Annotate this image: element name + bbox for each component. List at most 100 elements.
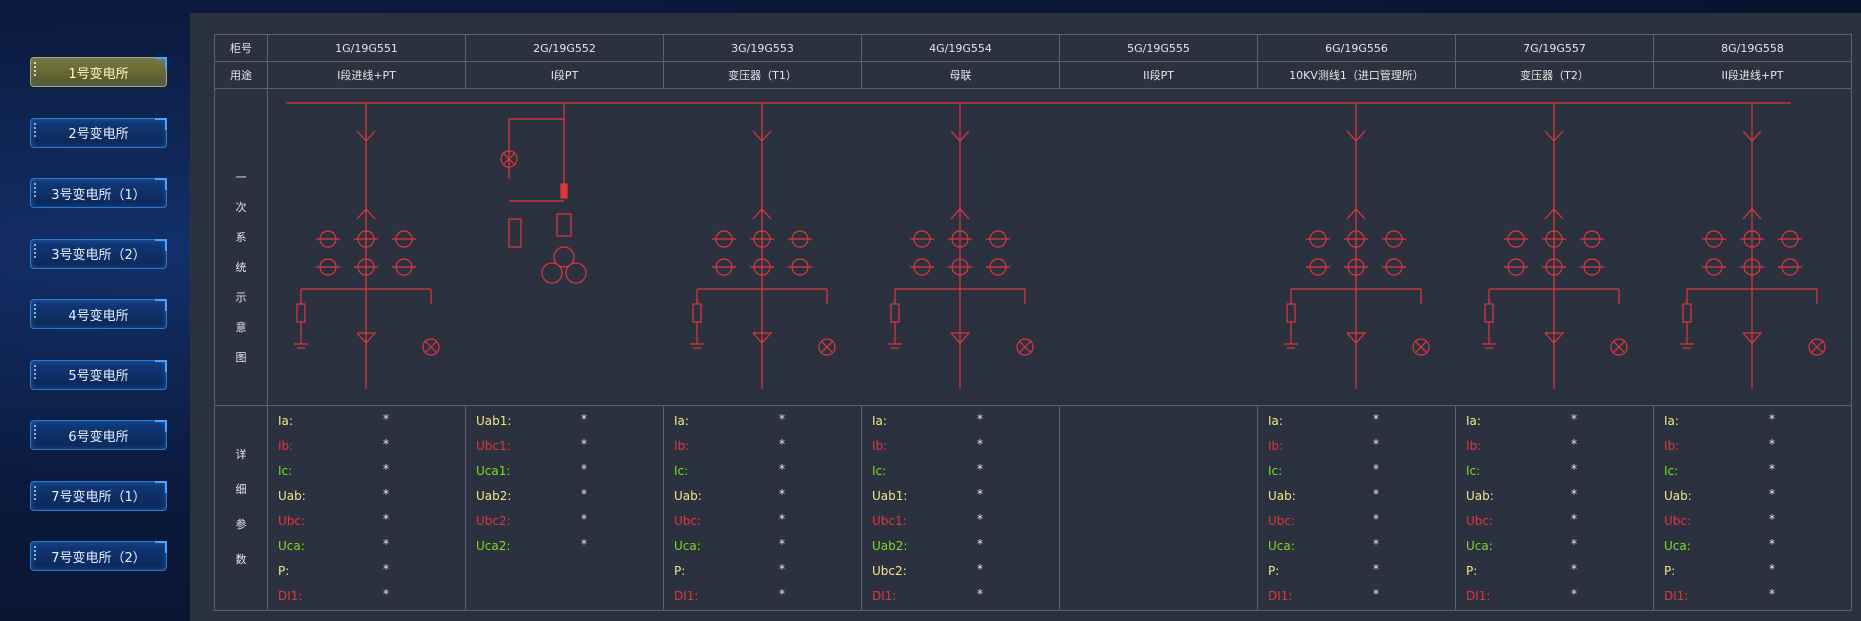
substation-label: 5号变电所 bbox=[68, 369, 129, 384]
fuse-icon bbox=[890, 303, 900, 323]
single-line-diagram bbox=[267, 88, 1852, 406]
param-value: * bbox=[383, 437, 389, 451]
param-value: * bbox=[977, 587, 983, 601]
param-label: Ic: bbox=[872, 464, 887, 478]
param-label: DI1: bbox=[1466, 589, 1491, 603]
param-value: * bbox=[1571, 587, 1577, 601]
cabinet-use: I段PT bbox=[465, 61, 664, 89]
param-label: Ubc1: bbox=[476, 439, 511, 453]
param-label: P: bbox=[1466, 564, 1478, 578]
param-value: * bbox=[581, 537, 587, 551]
param-label: P: bbox=[1664, 564, 1676, 578]
substation-button[interactable]: 1号变电所 bbox=[30, 57, 167, 87]
param-value: * bbox=[581, 487, 587, 501]
param-label: Ia: bbox=[1466, 414, 1481, 428]
cabinet-panel: 柜号 1G/19G551 2G/19G552 3G/19G553 4G/19G5… bbox=[190, 13, 1861, 621]
cabinet-no: 2G/19G552 bbox=[465, 34, 664, 62]
param-label: Ia: bbox=[278, 414, 293, 428]
param-value: * bbox=[977, 412, 983, 426]
param-value: * bbox=[1373, 537, 1379, 551]
param-label: DI1: bbox=[1664, 589, 1689, 603]
lamp-icon bbox=[1612, 340, 1626, 354]
disconnect-icon bbox=[950, 208, 970, 220]
substation-button[interactable]: 7号变电所（2） bbox=[30, 541, 167, 571]
substation-button[interactable]: 7号变电所（1） bbox=[30, 480, 167, 511]
substation-button[interactable]: 3号变电所（1） bbox=[30, 178, 167, 208]
row-label-char: 数 bbox=[235, 552, 247, 566]
substation-button[interactable]: 3号变电所（2） bbox=[30, 238, 167, 269]
param-label: Uab: bbox=[278, 489, 306, 503]
param-value: * bbox=[779, 587, 785, 601]
tick-icon bbox=[34, 304, 40, 318]
param-value: * bbox=[977, 437, 983, 451]
detail-row: 详细参数 Ia:*Ib:*Ic:*Uab:*Ubc:*Uca:*P:*DI1:*… bbox=[214, 405, 1852, 611]
param-value: * bbox=[383, 587, 389, 601]
param-label: Uca: bbox=[1268, 539, 1295, 553]
param-label: Uca2: bbox=[476, 539, 511, 553]
corner-icon bbox=[155, 541, 167, 553]
substation-button[interactable]: 5号变电所 bbox=[30, 359, 167, 390]
row-label-char: 细 bbox=[235, 482, 247, 496]
disconnect-icon bbox=[1742, 130, 1762, 142]
param-value: * bbox=[779, 487, 785, 501]
use-row: 用途 I段进线+PT I段PT 变压器（T1） 母联 II段PT 10KV测线1… bbox=[214, 61, 1852, 89]
row-label-detail: 详细参数 bbox=[214, 405, 268, 611]
arrester-icon bbox=[1742, 332, 1763, 344]
tick-icon bbox=[34, 62, 40, 76]
cabinet-use: 变压器（T2） bbox=[1455, 61, 1654, 89]
param-value: * bbox=[1373, 587, 1379, 601]
substation-button[interactable]: 4号变电所 bbox=[30, 299, 167, 329]
param-label: DI1: bbox=[872, 589, 897, 603]
fuse-icon bbox=[560, 183, 568, 199]
param-value: * bbox=[581, 437, 587, 451]
param-label: Uab: bbox=[1664, 489, 1692, 503]
param-value: * bbox=[383, 562, 389, 576]
tick-icon bbox=[34, 243, 40, 258]
row-label-use: 用途 bbox=[214, 61, 268, 89]
disconnect-icon bbox=[950, 130, 970, 142]
param-label: Ib: bbox=[1268, 439, 1284, 453]
disconnect-icon bbox=[752, 130, 772, 142]
param-label: Ia: bbox=[872, 414, 887, 428]
disconnect-icon bbox=[1742, 208, 1762, 220]
lamp-icon bbox=[818, 338, 836, 356]
param-label: Ubc: bbox=[278, 514, 306, 528]
lamp-icon bbox=[500, 150, 518, 168]
substation-button[interactable]: 2号变电所 bbox=[30, 117, 167, 148]
corner-icon bbox=[155, 178, 167, 190]
param-cell: Ia:*Ib:*Ic:*Uab1:*Ubc1:*Uab2:*Ubc2:*DI1:… bbox=[861, 405, 1060, 611]
cabinet-no: 4G/19G554 bbox=[861, 34, 1060, 62]
tick-icon bbox=[34, 546, 40, 560]
arrester-icon bbox=[1346, 332, 1367, 344]
param-label: Uab2: bbox=[872, 539, 908, 553]
substation-label: 6号变电所 bbox=[68, 429, 129, 445]
arrester-icon bbox=[356, 332, 377, 344]
param-label: Ubc1: bbox=[872, 514, 907, 528]
param-cell: Uab1:*Ubc1:*Uca1:*Uab2:*Ubc2:*Uca2:* bbox=[465, 405, 664, 611]
param-value: * bbox=[383, 412, 389, 426]
param-label: Ubc2: bbox=[872, 564, 907, 578]
param-label: Ia: bbox=[1664, 414, 1679, 428]
param-label: Uca: bbox=[278, 539, 305, 553]
cabinet-no: 7G/19G557 bbox=[1455, 34, 1654, 62]
transformer-icon bbox=[553, 246, 575, 268]
param-value: * bbox=[779, 562, 785, 576]
param-cell: Ia:*Ib:*Ic:*Uab:*Ubc:*Uca:*P:*DI1:* bbox=[663, 405, 862, 611]
param-value: * bbox=[977, 462, 983, 476]
param-value: * bbox=[1571, 462, 1577, 476]
param-value: * bbox=[779, 412, 785, 426]
lamp-icon bbox=[1414, 340, 1428, 354]
param-value: * bbox=[1571, 487, 1577, 501]
param-label: Uab1: bbox=[872, 489, 908, 503]
substation-button[interactable]: 6号变电所 bbox=[30, 420, 167, 450]
arrester-icon bbox=[1544, 332, 1565, 344]
row-label-char: 详 bbox=[235, 447, 247, 461]
cabinet-no: 1G/19G551 bbox=[267, 34, 466, 62]
param-label: Ic: bbox=[1268, 464, 1283, 478]
param-value: * bbox=[383, 512, 389, 526]
param-label: Ubc: bbox=[1466, 514, 1494, 528]
row-label-cabinet: 柜号 bbox=[214, 34, 268, 62]
lamp-icon bbox=[1808, 338, 1826, 356]
param-label: Uca: bbox=[1466, 539, 1493, 553]
param-label: Ib: bbox=[278, 439, 294, 453]
